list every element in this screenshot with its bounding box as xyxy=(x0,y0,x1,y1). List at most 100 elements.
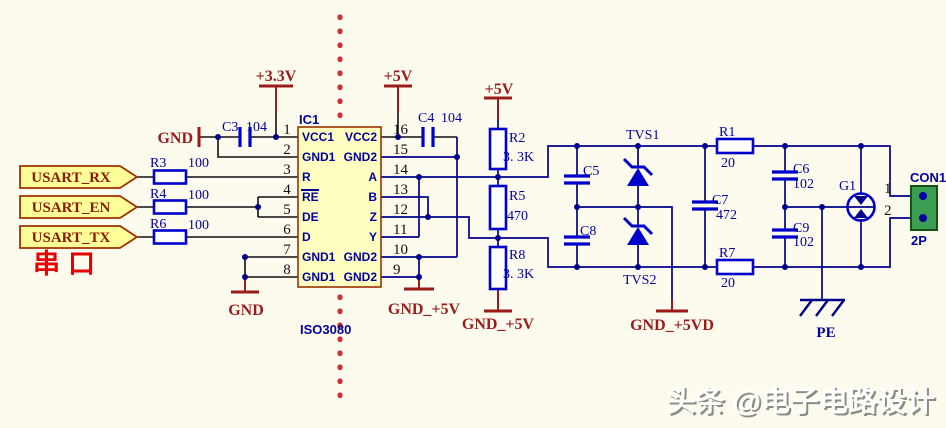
capacitors xyxy=(238,127,798,246)
c3-value: 104 xyxy=(246,120,267,135)
pin-10: 10 xyxy=(393,242,408,258)
con1-pin1-number: 1 xyxy=(884,181,892,197)
pin-7: 7 xyxy=(283,242,291,258)
tvs2-ref: TVS2 xyxy=(623,273,656,288)
pin-name-vcc2: VCC2 xyxy=(345,130,377,144)
pin-name-r: R xyxy=(302,170,311,184)
con1-ref: CON1 xyxy=(910,170,946,185)
capacitor-c9 xyxy=(772,228,798,239)
con1-pin2-number: 2 xyxy=(884,203,892,219)
power-3v3-label: +3.3V xyxy=(256,68,297,85)
pin-name-gnd2b: GND2 xyxy=(344,250,378,264)
junction-dots xyxy=(215,134,864,280)
pin-name-y: Y xyxy=(369,230,377,244)
resistor-r3 xyxy=(152,169,188,185)
r4-value: 100 xyxy=(188,188,209,203)
tvs-diode-tvs2 xyxy=(622,216,654,245)
capacitor-c8 xyxy=(564,235,590,246)
pin-name-gnd1a: GND1 xyxy=(302,150,336,164)
power-5v-iso-label: +5V xyxy=(384,68,413,85)
r7-ref: R7 xyxy=(719,246,735,261)
ic-ref: IC1 xyxy=(299,112,319,127)
r7-value: 20 xyxy=(721,276,735,291)
pin-name-z: Z xyxy=(370,210,377,224)
pin-1: 1 xyxy=(283,122,291,138)
pin-2: 2 xyxy=(283,142,291,158)
r6-ref: R6 xyxy=(150,217,166,232)
gnd-bottom-label: GND xyxy=(228,302,264,319)
net-label-usart-en: USART_EN xyxy=(19,195,139,219)
c4-ref: C4 xyxy=(418,111,434,126)
r2-value: 3. 3K xyxy=(503,150,534,165)
r5-value: 470 xyxy=(507,209,528,224)
tvs1-ref: TVS1 xyxy=(626,128,659,143)
usart-en-label: USART_EN xyxy=(32,200,111,216)
c4-value: 104 xyxy=(441,111,462,126)
pin-9: 9 xyxy=(393,262,401,278)
c6-value: 102 xyxy=(793,177,814,192)
pin-name-vcc1: VCC1 xyxy=(302,130,334,144)
r6-value: 100 xyxy=(188,218,209,233)
r1-value: 20 xyxy=(721,156,735,171)
capacitor-c7 xyxy=(692,200,718,211)
con1-pin2-hole xyxy=(919,214,927,222)
pin-name-de: DE xyxy=(302,210,319,224)
resistor-r4 xyxy=(152,199,188,215)
pin-4: 4 xyxy=(283,182,291,198)
gnd-5vd-label: GND_+5VD xyxy=(630,317,714,334)
gnd-top-label: GND xyxy=(157,130,193,147)
capacitor-c4 xyxy=(421,127,435,147)
resistor-r6 xyxy=(152,229,188,245)
wires-logic-side xyxy=(137,112,457,278)
con1-pin1-hole xyxy=(919,192,927,200)
resistor-r8 xyxy=(488,245,508,291)
pe-label: PE xyxy=(816,325,835,341)
pin-5: 5 xyxy=(283,202,291,218)
capacitor-c6 xyxy=(772,170,798,181)
r5-ref: R5 xyxy=(509,189,525,204)
con1-type: 2P xyxy=(911,233,927,248)
gnd-5v-ic-label: GND_+5V xyxy=(388,301,461,318)
r3-ref: R3 xyxy=(150,156,166,171)
pin-3: 3 xyxy=(283,162,291,178)
gas-discharge-tube-g1 xyxy=(846,192,876,222)
connector-con1 xyxy=(910,185,938,231)
tvs-diode-tvs1 xyxy=(622,157,654,186)
pin-name-re: RE xyxy=(302,190,319,204)
r1-ref: R1 xyxy=(719,125,735,140)
pin-16: 16 xyxy=(393,122,409,138)
pin-14: 14 xyxy=(393,162,409,178)
r8-ref: R8 xyxy=(509,248,525,263)
pin-name-gnd1b: GND1 xyxy=(302,250,336,264)
c9-ref: C9 xyxy=(793,221,809,236)
c8-ref: C8 xyxy=(580,224,596,239)
c3-ref: C3 xyxy=(222,120,238,135)
pin-13: 13 xyxy=(393,182,408,198)
pin-11: 11 xyxy=(393,222,407,238)
capacitor-c3 xyxy=(238,127,252,147)
pe-earth-symbol xyxy=(799,298,845,317)
pin-12: 12 xyxy=(393,202,408,218)
r3-value: 100 xyxy=(188,156,209,171)
gnd-5v-r8-label: GND_+5V xyxy=(462,316,535,333)
c7-value: 472 xyxy=(716,208,737,223)
capacitor-c5 xyxy=(564,174,590,185)
power-5v-r2-label: +5V xyxy=(485,81,514,98)
c7-ref: C7 xyxy=(712,193,728,208)
resistor-r7 xyxy=(715,258,755,276)
ic-part-number: ISO3080 xyxy=(300,322,351,337)
resistor-r5 xyxy=(488,184,508,231)
watermark: 头条 @电子电路设计 xyxy=(667,385,935,418)
serial-port-annotation: 串口 xyxy=(33,249,103,279)
resistor-r1 xyxy=(715,137,755,155)
usart-rx-label: USART_RX xyxy=(31,170,111,186)
pin-name-b: B xyxy=(368,190,377,204)
pin-name-a: A xyxy=(368,170,377,184)
pin-15: 15 xyxy=(393,142,408,158)
usart-tx-label: USART_TX xyxy=(32,230,111,246)
r4-ref: R4 xyxy=(150,187,166,202)
c6-ref: C6 xyxy=(793,162,809,177)
pin-name-gnd2c: GND2 xyxy=(344,270,378,284)
